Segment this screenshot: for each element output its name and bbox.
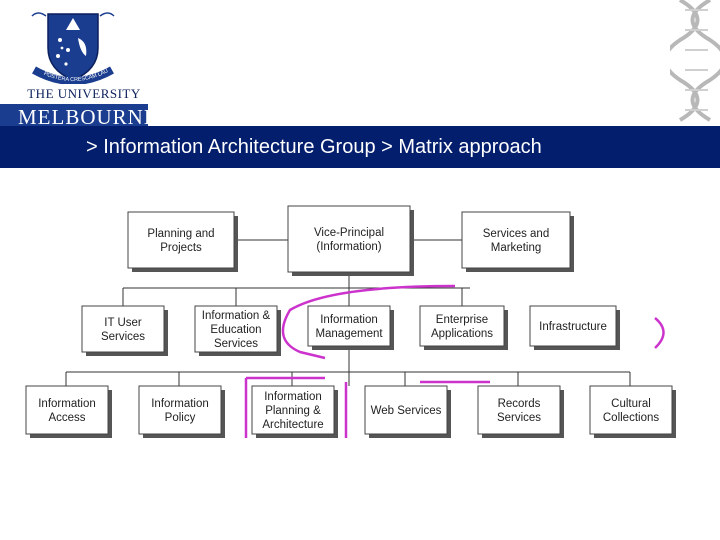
org-node-label: Services (101, 331, 145, 343)
breadcrumb-title: > Information Architecture Group > Matri… (86, 136, 542, 158)
org-node-label: Services and (483, 228, 549, 240)
org-node-box (419, 305, 505, 347)
org-node-label: Policy (165, 412, 196, 424)
org-node-box (477, 385, 561, 435)
org-node-box (307, 305, 391, 347)
org-node-box (25, 385, 109, 435)
org-node-label: Access (48, 412, 85, 424)
org-node-label: Management (315, 328, 383, 340)
org-node-label: Information (151, 398, 209, 410)
org-node-box (589, 385, 673, 435)
title-banner (0, 126, 720, 168)
org-node-label: Planning & (265, 405, 321, 417)
org-node-label: Cultural (611, 398, 651, 410)
university-crest-logo: POSTERA CRESCAM LAUDE (28, 8, 115, 84)
connector-lines (65, 239, 631, 386)
org-node-label: Services (497, 412, 541, 424)
org-node-bottom-3: Web Services (364, 385, 451, 438)
org-node-middle-4: Infrastructure (529, 305, 620, 350)
org-node-label: Projects (160, 242, 202, 254)
org-node-label: Enterprise (436, 314, 488, 326)
org-node-label: Architecture (262, 419, 323, 431)
org-node-label: Information (320, 314, 378, 326)
org-node-label: Education (210, 324, 261, 336)
org-node-label: Records (498, 398, 541, 410)
org-node-label: Collections (603, 412, 659, 424)
org-node-label: Web Services (371, 405, 442, 417)
org-node-label: Infrastructure (539, 321, 607, 333)
dna-helix-decoration (670, 0, 720, 122)
org-node-label: Information (38, 398, 96, 410)
org-node-label: (Information) (316, 241, 381, 253)
org-node-label: Planning and (147, 228, 214, 240)
org-node-box (364, 385, 448, 435)
org-node-box (81, 305, 165, 353)
org-node-box (461, 211, 571, 269)
org-node-label: Information (264, 391, 322, 403)
org-node-label: Information & (202, 310, 271, 322)
org-node-label: Services (214, 338, 258, 350)
university-name-line2: MELBOURNE (18, 105, 158, 129)
org-node-box (529, 305, 617, 347)
org-node-label: Vice-Principal (314, 227, 384, 239)
org-node-box (251, 385, 335, 435)
org-node-box (138, 385, 222, 435)
org-node-label: Marketing (491, 242, 542, 254)
matrix-highlight (244, 284, 665, 438)
org-node-box (194, 305, 278, 353)
org-node-label: IT User (104, 317, 142, 329)
university-name-box (0, 104, 148, 128)
org-node-box (127, 211, 235, 269)
org-node-box (287, 205, 411, 273)
org-node-label: Applications (431, 328, 493, 340)
org-node-top-1: Vice-Principal (Information) (287, 205, 414, 276)
